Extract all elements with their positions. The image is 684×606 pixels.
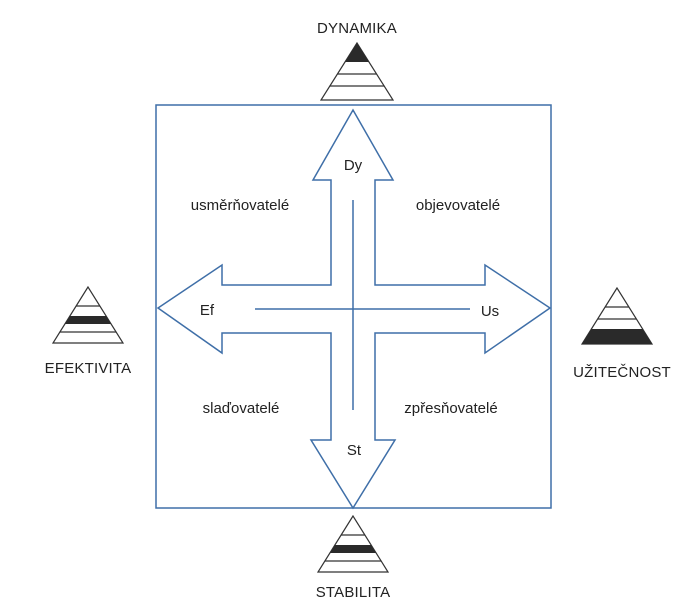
pyramid-top-icon bbox=[319, 41, 395, 101]
quadrant-label-bottom-right: zpřesňovatelé bbox=[404, 400, 497, 417]
axis-label-left: Ef bbox=[200, 302, 215, 319]
pole-label-left: EFEKTIVITA bbox=[45, 360, 132, 377]
pole-label-top: DYNAMIKA bbox=[317, 20, 397, 37]
axis-label-top: Dy bbox=[344, 157, 363, 174]
pyramid-bottom-icon bbox=[316, 514, 390, 573]
pole-label-bottom: STABILITA bbox=[316, 584, 391, 601]
axis-label-bottom: St bbox=[347, 442, 362, 459]
pyramid-right-icon bbox=[580, 286, 654, 345]
quadrant-label-top-left: usměrňovatelé bbox=[191, 197, 289, 214]
axis-label-right: Us bbox=[481, 303, 499, 320]
pole-label-right: UŽITEČNOST bbox=[573, 364, 671, 381]
quadrant-label-top-right: objevovatelé bbox=[416, 197, 500, 214]
quadrant-label-bottom-left: slaďovatelé bbox=[203, 400, 280, 417]
pyramid-left-icon bbox=[51, 285, 125, 344]
